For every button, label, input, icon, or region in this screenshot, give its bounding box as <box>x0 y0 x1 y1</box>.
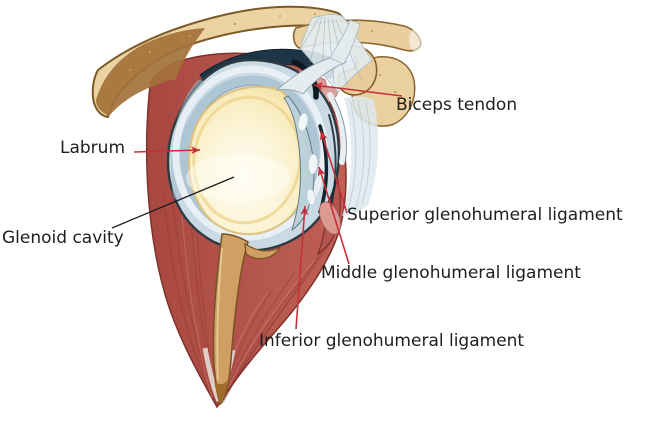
bone-speckles <box>129 12 317 71</box>
biceps-tendon-pointer <box>313 82 403 97</box>
glenohumeral-ligament-folds <box>283 92 347 235</box>
labrum-pointer <box>133 146 201 155</box>
glenoid-cavity-surface <box>186 85 310 236</box>
long-head-tendon <box>212 233 282 406</box>
pointer-lines <box>111 82 403 330</box>
label-glenoid-cavity: Glenoid cavity <box>2 228 124 248</box>
label-inferior-glenohumeral-ligament: Inferior glenohumeral ligament <box>259 331 525 351</box>
label-superior-glenohumeral-ligament: Superior glenohumeral ligament <box>347 205 623 225</box>
glenoid-cavity-pointer <box>111 176 235 229</box>
label-biceps-tendon: Biceps tendon <box>396 95 518 115</box>
inferior-ligament-pointer <box>295 205 309 330</box>
middle-ligament-pointer <box>317 166 350 265</box>
label-middle-glenohumeral-ligament: Middle glenohumeral ligament <box>321 263 581 283</box>
biceps-tendon-band <box>275 19 361 100</box>
label-labrum: Labrum <box>60 138 126 158</box>
superior-ligament-pointer <box>319 130 348 214</box>
